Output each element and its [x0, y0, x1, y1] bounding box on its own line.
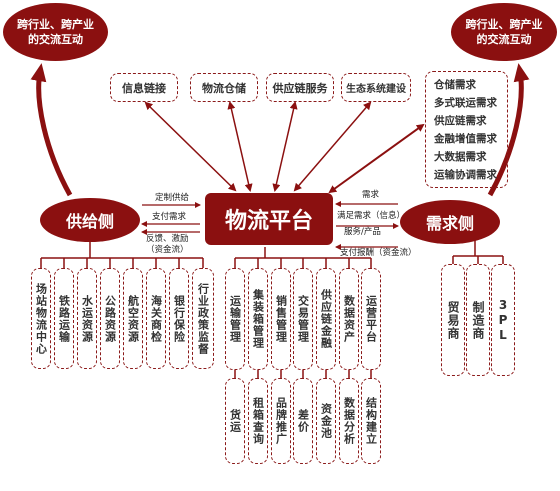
demand-item-3pl: 3PL	[491, 264, 515, 376]
need-item: 大数据需求	[434, 151, 487, 163]
label-capital-flow: （资金流）	[146, 245, 189, 255]
box-logistics-warehousing: 物流仓储	[190, 73, 258, 102]
cross-industry-ellipse-left: 跨行业、跨产业的交流互动	[3, 3, 108, 61]
supply-item-railway: 铁路运输	[54, 268, 74, 369]
platform-item-data-assets: 数据资产	[339, 268, 359, 370]
supply-item-station-center: 场站物流中心	[31, 268, 51, 369]
demand-side-node: 需求侧	[400, 200, 500, 244]
ellipse-right-line2: 的交流互动	[476, 33, 532, 46]
box-info-link: 信息链接	[110, 73, 178, 102]
platform-item-price-difference: 差价	[293, 378, 313, 464]
supply-item-bank-insurance: 银行保险	[169, 268, 189, 369]
supply-item-customs: 海关商检	[146, 268, 166, 369]
need-item: 多式联运需求	[434, 97, 497, 109]
platform-item-operation-platform: 运营平台	[361, 268, 381, 370]
ellipse-left-line2: 的交流互动	[28, 33, 83, 46]
platform-item-capital-pool: 资金池	[316, 378, 336, 464]
platform-item-container-mgmt: 集装箱管理	[248, 268, 268, 370]
need-item: 运输协调需求	[434, 169, 497, 181]
box-supply-chain-service: 供应链服务	[266, 73, 334, 102]
supply-item-aviation: 航空资源	[123, 268, 143, 369]
platform-item-data-analysis: 数据分析	[339, 378, 359, 464]
label-pay-demand: 支付需求	[152, 212, 187, 222]
platform-item-brand-promotion: 品牌推广	[271, 378, 291, 464]
demand-item-trader: 贸易商	[441, 264, 465, 376]
demand-item-manufacturer: 制造商	[466, 264, 490, 376]
ellipse-right-line1: 跨行业、跨产业	[465, 18, 543, 31]
supply-item-policy-supervision: 行业政策监督	[192, 268, 214, 369]
supply-item-highway: 公路资源	[100, 268, 120, 369]
platform-item-trade-mgmt: 交易管理	[293, 268, 313, 370]
platform-item-supply-chain-finance: 供应链金融	[316, 268, 336, 370]
label-pay-return: 支付报酬（资金流）	[340, 248, 417, 258]
demand-needs-list: 仓储需求 多式联运需求 供应链需求 金融增值需求 大数据需求 运输协调需求	[425, 71, 508, 188]
label-demand: 需求	[362, 190, 380, 200]
supply-side-node: 供给侧	[40, 198, 140, 242]
label-satisfy-demand: 满足需求（信息）	[337, 211, 406, 221]
need-item: 供应链需求	[434, 115, 487, 127]
label-service-product: 服务/产品	[344, 227, 381, 237]
logistics-platform-node: 物流平台	[205, 193, 333, 245]
need-item: 仓储需求	[434, 79, 476, 91]
ellipse-left-line1: 跨行业、跨产业	[17, 18, 94, 31]
platform-item-freight: 货运	[225, 378, 245, 464]
supply-item-waterway: 水运资源	[77, 268, 97, 369]
cross-industry-ellipse-right: 跨行业、跨产业的交流互动	[451, 3, 557, 61]
box-ecosystem-building: 生态系统建设	[341, 73, 411, 102]
platform-item-structure-building: 结构建立	[361, 378, 381, 464]
platform-item-container-lease-query: 租箱查询	[248, 378, 268, 464]
label-feedback: 反馈、激励	[146, 234, 189, 244]
label-custom-supply: 定制供给	[155, 193, 190, 203]
platform-item-transport-mgmt: 运输管理	[225, 268, 245, 370]
need-item: 金融增值需求	[434, 133, 497, 145]
platform-item-sales-mgmt: 销售管理	[271, 268, 291, 370]
